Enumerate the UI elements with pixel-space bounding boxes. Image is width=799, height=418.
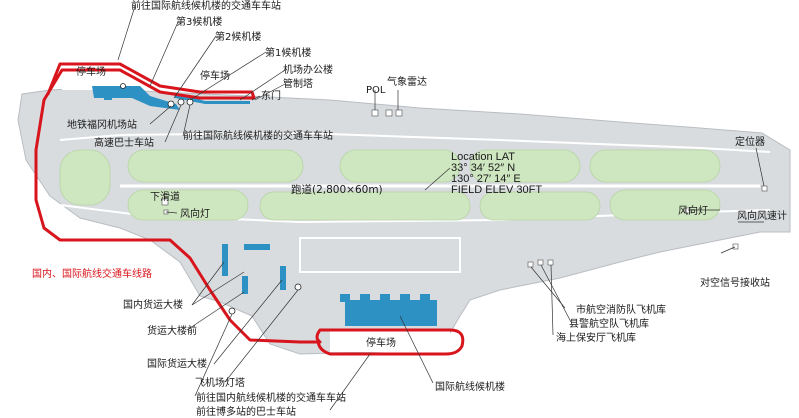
label-east-gate: 东门 (261, 89, 281, 102)
parking-south-lot (330, 330, 450, 352)
label-parking-west: 停车场 (76, 65, 106, 78)
label-coast-guard-hangar: 海上保安厅飞机库 (556, 331, 636, 344)
domestic-terminals (92, 86, 250, 110)
label-parking-north: 停车场 (200, 69, 230, 82)
label-intl-cargo: 国际货运大楼 (147, 357, 207, 370)
location-line-1: Location LAT (451, 151, 515, 163)
label-domestic-cargo: 国内货运大楼 (123, 298, 183, 311)
label-terminal1: 第1候机楼 (265, 46, 311, 59)
label-terminal2: 第2候机楼 (215, 30, 261, 43)
location-line-2: 33° 34′ 52″ N (451, 162, 515, 174)
location-line-3: 130° 27′ 14″ E (451, 173, 521, 185)
label-pol: POL (366, 85, 386, 96)
label-fire-hangar: 市航空消防队飞机库 (576, 303, 666, 316)
international-terminal (340, 294, 437, 326)
label-airport-light-tower: 飞机场灯塔 (195, 376, 245, 389)
parking-west-lot (62, 76, 100, 90)
label-shuttle-route: 国内、国际航线交通车线路 (32, 267, 152, 280)
label-subway-station: 地铁福冈机场站 (67, 118, 137, 131)
label-intl-terminal: 国际航线候机楼 (435, 380, 505, 393)
label-tower: 管制塔 (283, 77, 313, 90)
label-wind-meter: 风向风速计 (737, 209, 787, 222)
label-hakata-bus: 前往博多站的巴士车站 (196, 405, 296, 418)
cargo-buildings (222, 244, 286, 294)
label-terminal3: 第3候机楼 (176, 15, 222, 28)
parking-north-lot (200, 80, 252, 90)
label-domestic-bus-bottom: 前往国内航线候机楼的交通车车站 (196, 391, 346, 404)
label-locator: 定位器 (735, 135, 765, 148)
label-office: 机场办公楼 (283, 63, 333, 76)
label-runway: 跑道(2,800×60m) (291, 183, 383, 196)
shuttle-route (34, 62, 465, 356)
label-windsock-east: 风向灯 (678, 204, 708, 217)
label-taxiway: 下滑道 (150, 190, 180, 203)
label-highway-bus: 高速巴士车站 (94, 136, 154, 149)
grass-areas (59, 149, 721, 221)
label-radar-station: 对空信号接收站 (700, 276, 770, 289)
leader-lines (117, 5, 765, 411)
label-police-hangar: 县警航空队飞机库 (569, 317, 649, 330)
station-markers (120, 83, 302, 315)
label-cargo-front: 货运大楼前 (147, 324, 197, 337)
label-intl-bus-mid: 前往国际航线候机楼的交通车车站 (183, 129, 333, 142)
label-windsock-west: 风向灯 (180, 207, 210, 220)
label-intl-bus-top: 前往国际航线候机楼的交通车车站 (131, 0, 281, 12)
label-parking-south: 停车场 (366, 336, 396, 349)
location-line-4: FIELD ELEV 30FT (451, 184, 542, 196)
label-weather-radar: 气象雷达 (387, 75, 427, 88)
